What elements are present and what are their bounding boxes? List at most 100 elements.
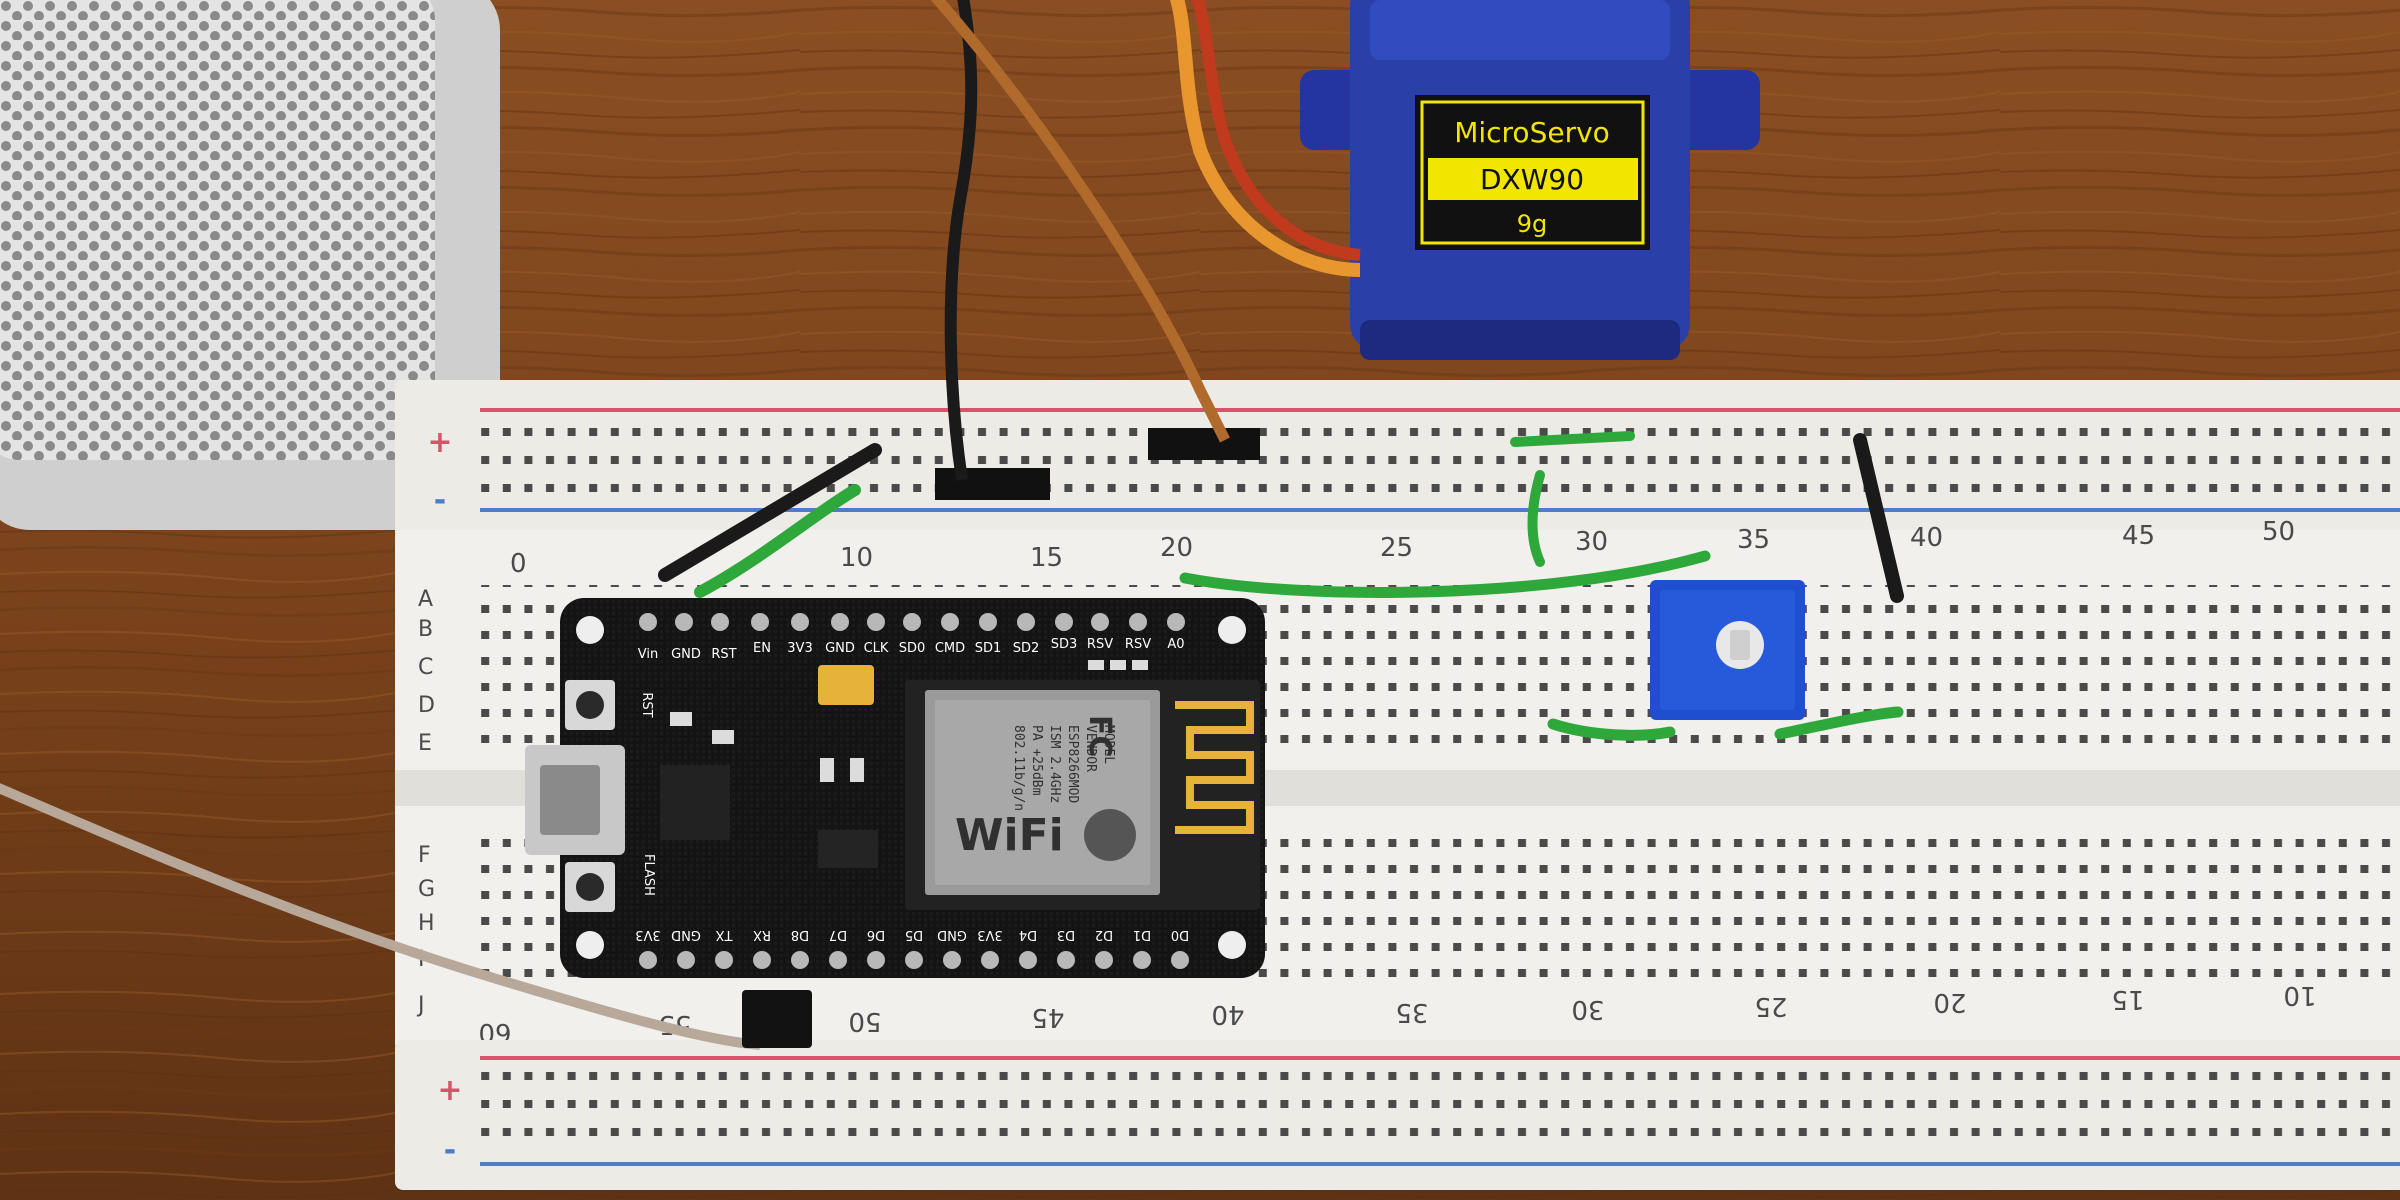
pin-label: GND — [671, 647, 701, 662]
row-letter: F — [418, 843, 431, 868]
pin-label: 3V3 — [977, 927, 1002, 942]
pin-label: GND — [671, 927, 701, 942]
top-column-numbers: 0 10 15 20 25 30 35 40 45 50 — [510, 517, 2295, 579]
pin-label: EN — [753, 641, 771, 656]
pin-label: 3V3 — [787, 641, 812, 656]
row-letters: A B C D E F G H I J — [416, 587, 435, 1018]
col-num-top: 0 — [510, 549, 527, 579]
col-num-top: 45 — [2122, 521, 2155, 551]
pin-label: D4 — [1019, 927, 1037, 942]
pin-label: RST — [711, 647, 736, 662]
row-letter: D — [418, 693, 435, 718]
micro-servo: MicroServo DXW90 9g — [1300, 0, 1760, 360]
col-num-bottom: 15 — [2111, 984, 2144, 1014]
green-jumper — [1510, 431, 1635, 447]
pin-label: D5 — [905, 927, 923, 942]
bottom-pin-labels: 3V3 GND TX RX D8 D7 D6 D5 GND 3V3 D4 D3 … — [635, 927, 1189, 942]
pin-label: RX — [753, 927, 771, 942]
tantalum-capacitor — [818, 665, 874, 705]
col-num-bottom: 50 — [848, 1006, 881, 1036]
smd-component — [670, 712, 692, 726]
smd-component — [850, 758, 864, 782]
nodemcu-board: Vin GND RST EN 3V3 GND CLK SD0 CMD SD1 S… — [525, 598, 1265, 978]
pin-label: D6 — [867, 927, 885, 942]
brown-wire — [930, 0, 1230, 443]
black-wire — [944, 0, 978, 481]
col-num-top: 15 — [1030, 543, 1063, 573]
col-num-bottom: 35 — [1395, 997, 1428, 1027]
green-jumper — [694, 484, 861, 598]
pin-label: D0 — [1171, 927, 1189, 942]
pin-label: D1 — [1133, 927, 1151, 942]
smd-component — [820, 758, 834, 782]
module-text: ISM 2.4GHz — [1047, 725, 1062, 803]
row-letter: J — [416, 993, 425, 1018]
fcc-mark: FC — [1082, 715, 1117, 758]
row-letter: C — [418, 655, 433, 680]
module-text: VENDOR — [1083, 725, 1098, 772]
pin-label: D3 — [1057, 927, 1075, 942]
top-rail-minus-label: - — [434, 483, 446, 518]
col-num-top: 50 — [2262, 517, 2295, 547]
mounting-hole — [576, 931, 604, 959]
mounting-hole — [1218, 931, 1246, 959]
pin-label: D2 — [1095, 927, 1113, 942]
pin-label: A0 — [1167, 637, 1184, 652]
bottom-pin-pads — [639, 951, 1189, 969]
pin-label: RSV — [1125, 637, 1151, 652]
pin-label: CLK — [864, 641, 889, 656]
bottom-column-numbers: 60 55 50 45 40 35 30 25 20 15 10 — [478, 980, 2316, 1047]
module-text: ESP8266MOD — [1065, 725, 1080, 803]
col-num-bottom: 40 — [1211, 999, 1244, 1029]
module-text: 802.11b/g/n — [1011, 725, 1026, 811]
pin-label: TX — [715, 927, 733, 942]
smd-led — [1088, 660, 1104, 670]
servo-weight-text: 9g — [1517, 210, 1548, 238]
col-num-top: 40 — [1910, 523, 1943, 553]
usb-uart-chip — [660, 765, 730, 840]
col-num-bottom: 25 — [1754, 991, 1787, 1021]
pin-label: D8 — [791, 927, 809, 942]
col-num-bottom: 45 — [1031, 1002, 1064, 1032]
flash-button-label: FLASH — [641, 854, 656, 896]
top-pin-pads — [639, 613, 1185, 631]
pin-label: Vin — [638, 647, 658, 662]
servo-model-plate — [1428, 158, 1638, 200]
servo-brand-text: MicroServo — [1454, 116, 1610, 149]
pin-label: SD1 — [975, 641, 1002, 656]
rst-button-label: RST — [639, 692, 654, 717]
jumper-wires — [658, 431, 1904, 741]
pin-label: RSV — [1087, 637, 1113, 652]
black-jumper — [1853, 433, 1904, 603]
green-jumper — [1547, 718, 1676, 741]
pin-label: SD3 — [1051, 637, 1078, 652]
usb-cable — [0, 783, 761, 1050]
col-num-top: 25 — [1380, 533, 1413, 563]
esp8266-module: MODEL VENDOR ESP8266MOD ISM 2.4GHz PA +2… — [905, 680, 1260, 910]
bottom-rail-plus-label: + — [437, 1073, 462, 1108]
flash-button[interactable] — [565, 862, 615, 912]
speaker-grille — [0, 0, 500, 530]
col-num-bottom: 20 — [1933, 987, 1966, 1017]
green-jumper — [1774, 706, 1904, 740]
black-header-strip — [1148, 428, 1260, 460]
row-letter: H — [418, 911, 435, 936]
smd-led — [1132, 660, 1148, 670]
row-letter: E — [418, 731, 432, 756]
dupont-connector — [742, 990, 812, 1048]
mounting-hole — [1218, 616, 1246, 644]
pin-label: CMD — [935, 641, 965, 656]
voltage-regulator — [818, 830, 878, 868]
black-header-strip — [935, 468, 1050, 500]
rst-button[interactable] — [565, 680, 615, 730]
trim-potentiometer[interactable] — [1650, 580, 1805, 720]
pin-label: GND — [937, 927, 967, 942]
col-num-bottom: 30 — [1571, 994, 1604, 1024]
micro-usb-port[interactable] — [525, 745, 625, 855]
servo-signal-wires — [930, 0, 1230, 481]
pin-label: 3V3 — [635, 927, 660, 942]
smd-component — [712, 730, 734, 744]
pin-label: SD2 — [1013, 641, 1040, 656]
top-rail-plus-label: + — [427, 425, 452, 460]
